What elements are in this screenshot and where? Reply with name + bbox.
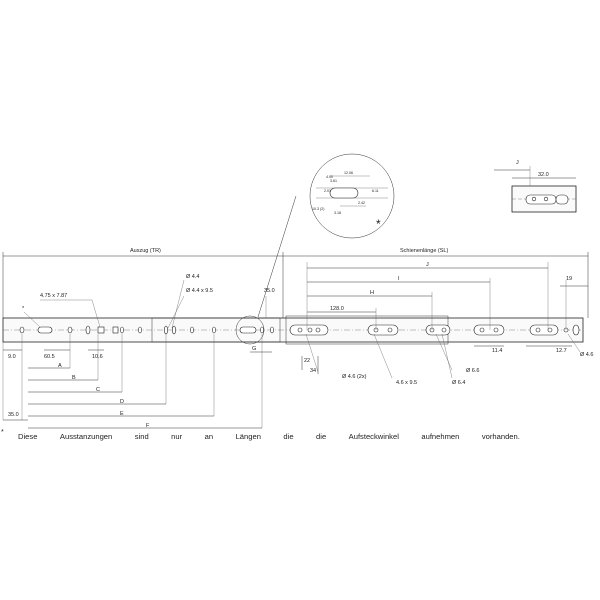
hole-46-2x-label: Ø 4.6 (2x) <box>342 374 367 380</box>
dim-35-mid-label: 35.0 <box>264 288 275 294</box>
detail-dim-3: 6.11 <box>372 189 379 193</box>
footnote-word: Diese <box>18 432 38 441</box>
dim-19-label: 19 <box>566 276 572 282</box>
detail-dim-8: 4.00 <box>326 175 333 179</box>
top-dimensions <box>2 252 589 330</box>
footnote-word: die <box>283 432 294 441</box>
footnote-word: aufnehmen <box>421 432 460 441</box>
slot-marker-star: * <box>22 306 25 312</box>
detail-j-view <box>494 166 577 213</box>
detail-dim-5: 10.3 (2) <box>312 207 324 211</box>
auszug-label: Auszug (TR) <box>130 248 161 254</box>
slot-46x95-label: 4.6 x 9.5 <box>396 380 417 386</box>
dim-b-label: B <box>72 375 76 381</box>
detail-dim-7: 2.42 <box>358 201 365 205</box>
footnote-marker: * <box>1 429 4 436</box>
dim-605-label: 60.5 <box>44 354 55 360</box>
schienenlaenge-label: Schienenlänge (SL) <box>400 248 448 254</box>
bottom-dimensions <box>2 334 572 429</box>
rail-holes-right <box>289 324 580 336</box>
dim-d-label: D <box>120 399 124 405</box>
hole-64-label: Ø 6.4 <box>452 380 465 386</box>
footnote-text: Diese Ausstanzungen sind nur an Längen d… <box>18 432 520 441</box>
dim-a-label: A <box>58 363 62 369</box>
dim-128-label: 128.0 <box>330 306 344 312</box>
dim-9-label: 9.0 <box>8 354 16 360</box>
footnote-word: an <box>204 432 214 441</box>
hole-46-label: Ø 4.6 <box>580 352 593 358</box>
detail-star: * <box>376 217 381 231</box>
footnote-word: sind <box>134 432 149 441</box>
footnote-word: nur <box>171 432 183 441</box>
detail-j-label: J <box>516 160 519 166</box>
slot-size-label: 4.75 x 7.87 <box>40 293 67 299</box>
hole-66-label: Ø 6.6 <box>466 368 479 374</box>
dim-g-label: G <box>252 346 256 352</box>
detail-marker-circle <box>235 315 265 345</box>
footnote-word: vorhanden. <box>481 432 520 441</box>
dim-127-label: 12.7 <box>556 348 567 354</box>
rail-holes-left <box>19 325 274 335</box>
footnote-word: Ausstanzungen <box>59 432 113 441</box>
detail-dim-1: 12.06 <box>344 171 353 175</box>
footnote: * Diese Ausstanzungen sind nur an Längen… <box>1 429 522 441</box>
detail-dim-6: 3.18 <box>334 211 341 215</box>
dim-106-label: 10.6 <box>92 354 103 360</box>
detail-dim-2: 3.61 <box>330 179 337 183</box>
dim-22-label: 22 <box>304 358 310 364</box>
dim-i-label: I <box>398 276 400 282</box>
detail-dim-4: 2.01 <box>324 189 331 193</box>
footnote-word: Längen <box>235 432 261 441</box>
detail-leader-line <box>257 195 297 318</box>
dim-c-label: C <box>96 387 100 393</box>
dim-34-label: 34 <box>310 368 316 374</box>
dim-e-label: E <box>120 411 124 417</box>
dim-35-left-label: 35.0 <box>8 412 19 418</box>
footnote-word: die <box>316 432 327 441</box>
leader-lines <box>23 279 581 379</box>
dim-j-label: J <box>426 262 429 268</box>
footnote-word: Aufsteckwinkel <box>348 432 399 441</box>
dim-h-label: H <box>370 290 374 296</box>
detail-320-label: 32.0 <box>538 172 549 178</box>
hole-44-label: Ø 4.4 <box>186 274 199 280</box>
detail-view <box>309 153 395 239</box>
dim-f-label: F <box>146 423 150 429</box>
hole-44x95-label: Ø 4.4 x 9.5 <box>186 288 213 294</box>
dim-114-label: 11.4 <box>492 348 502 354</box>
